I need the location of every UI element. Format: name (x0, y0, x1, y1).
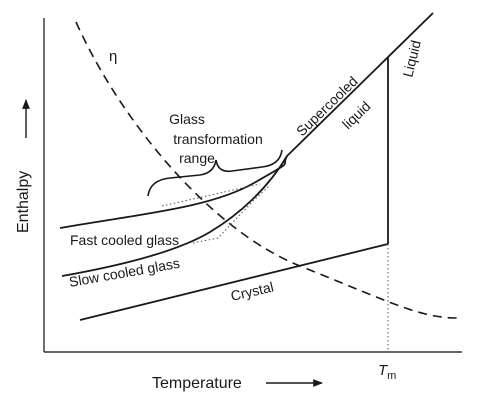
liquid-label: Liquid (399, 39, 424, 79)
fast-cooled-glass-curve (59, 155, 288, 229)
fast-glass-extrapolation (161, 183, 261, 207)
crystal-line (79, 243, 389, 321)
liquid-line (286, 12, 434, 157)
eta-label: η (109, 48, 117, 65)
tm-label-main: T (378, 362, 389, 379)
supercooled-liquid-label: liquid (339, 98, 374, 132)
fast-cooled-glass-label: Fast cooled glass (70, 232, 179, 248)
slow-cooled-glass-label: Slow cooled glass (68, 255, 181, 290)
tm-label-sub: m (387, 370, 396, 382)
slow-cooled-glass-curve (61, 155, 288, 277)
slow-glass-extrapolation (192, 184, 271, 244)
glass-range-label-line3: range (179, 150, 215, 166)
glass-range-label-line2: transformation (173, 131, 262, 147)
x-axis-label: Temperature (152, 375, 242, 392)
y-axis-label: Enthalpy (15, 171, 32, 233)
transformation-range-brace (147, 149, 283, 197)
viscosity-curve (75, 21, 458, 319)
tm-label: Tm (378, 362, 396, 382)
glass-range-label-line1: Glass (169, 111, 205, 127)
